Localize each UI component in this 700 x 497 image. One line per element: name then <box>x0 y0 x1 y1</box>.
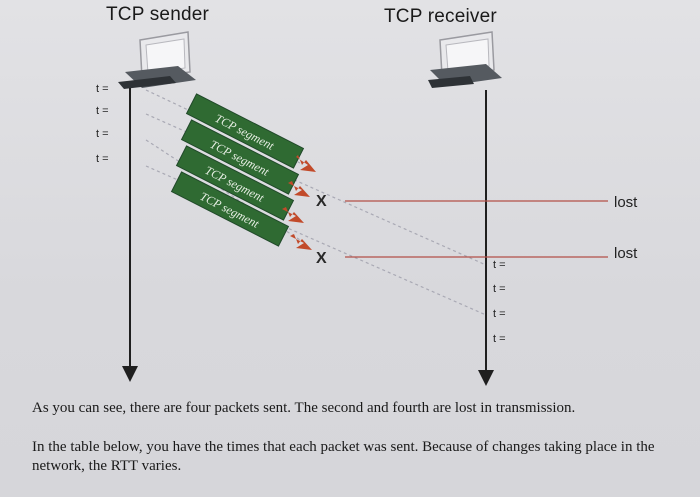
sender-time-label-1: t = <box>96 83 109 95</box>
arrow-4-icon <box>290 234 312 250</box>
lost-label-1: lost <box>614 194 638 211</box>
caption-line-2: In the table below, you have the times t… <box>32 439 655 474</box>
receiver-title: TCP receiver <box>384 6 497 27</box>
sender-title: TCP sender <box>106 4 210 25</box>
segment-stack: TCP segment TCP segment TCP segment TCP … <box>170 93 305 247</box>
sender-time-label-4: t = <box>96 153 109 165</box>
loss-mark-1: X <box>316 193 327 210</box>
lost-label-2: lost <box>614 245 638 262</box>
receiver-time-label-1: t = <box>493 259 506 271</box>
arrow-2-icon <box>288 181 310 197</box>
receiver-computer-icon <box>428 31 502 88</box>
arrow-3-icon <box>282 207 304 223</box>
sender-computer-icon <box>118 31 196 89</box>
caption-line-1: As you can see, there are four packets s… <box>32 400 576 416</box>
receiver-time-label-3: t = <box>493 308 506 320</box>
receiver-time-label-4: t = <box>493 333 506 345</box>
sender-time-label-3: t = <box>96 128 109 140</box>
segment-arrows <box>282 155 316 250</box>
arrow-1-icon <box>296 155 316 172</box>
receiver-time-label-2: t = <box>493 283 506 295</box>
sender-time-label-2: t = <box>96 105 109 117</box>
loss-mark-2: X <box>316 250 327 267</box>
segment-3-path <box>145 139 301 241</box>
